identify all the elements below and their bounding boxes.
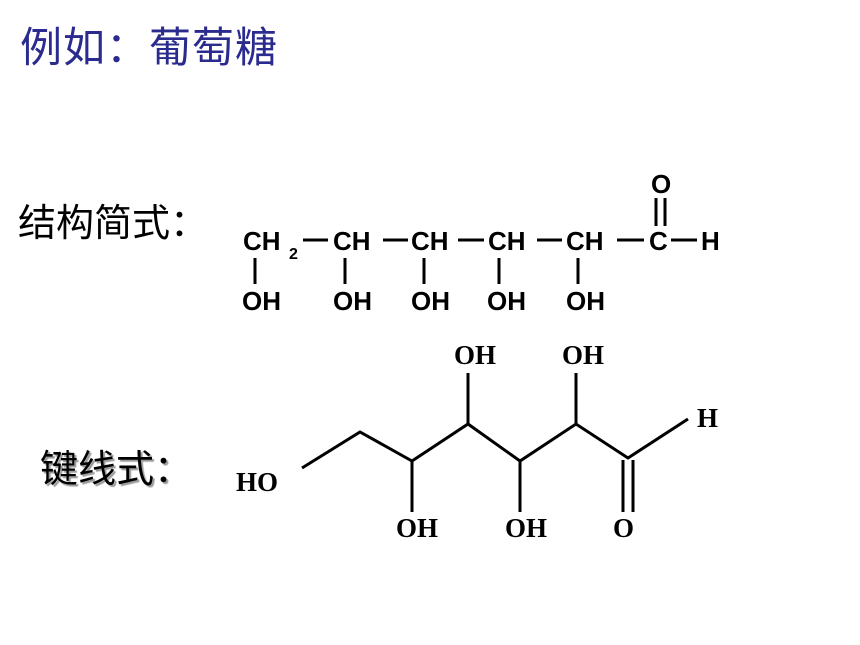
chain-atom-c4: CH — [488, 226, 526, 256]
condensed-formula: CH 2 CH CH CH CH C H O OH OH OH OH OH — [242, 169, 720, 316]
skeletal-formula-label: 键线式： — [40, 447, 193, 491]
skeletal-formula: HO OH OH OH OH O H — [236, 340, 718, 543]
condensed-formula-label: 结构简式： — [18, 201, 209, 245]
aldehyde-h: H — [701, 226, 720, 256]
carbon-zigzag-chain — [301, 417, 689, 470]
bottom-hydroxyl-2: OH — [505, 513, 547, 543]
aldehyde-hydrogen: H — [697, 403, 718, 433]
chain-atom-c5: CH — [566, 226, 604, 256]
chain-atom-c2: CH — [333, 226, 371, 256]
bottom-hydroxyl-1: OH — [396, 513, 438, 543]
chain-atom-c6: C — [649, 226, 668, 256]
chain-atom-c3: CH — [411, 226, 449, 256]
hydroxyl-c4: OH — [487, 286, 526, 316]
carbonyl-oxygen: O — [651, 169, 671, 199]
top-hydroxyl-1: OH — [454, 340, 496, 370]
terminal-hydroxyl: HO — [236, 467, 278, 497]
hydroxyl-c3: OH — [411, 286, 450, 316]
top-hydroxyl-2: OH — [562, 340, 604, 370]
chain-atom-c1: CH — [243, 226, 281, 256]
ch2-subscript: 2 — [289, 246, 298, 263]
carbonyl-oxygen-skeletal: O — [613, 513, 634, 543]
hydroxyl-c1: OH — [242, 286, 281, 316]
hydroxyl-c5: OH — [566, 286, 605, 316]
hydroxyl-c2: OH — [333, 286, 372, 316]
page-title: 例如：葡萄糖 — [20, 23, 279, 72]
